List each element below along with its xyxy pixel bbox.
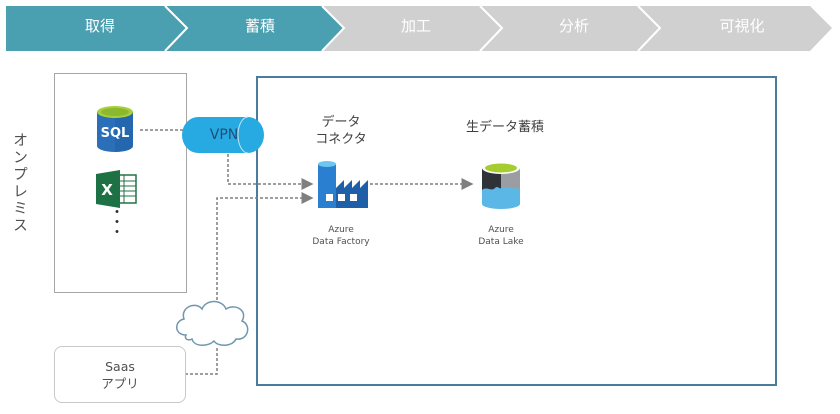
step-shape-acquire: [6, 6, 187, 51]
data-factory-caption-line1: Azure: [328, 225, 354, 235]
step-store: 蓄積: [244, 17, 275, 35]
cloud-icon: [176, 300, 249, 346]
data-lake-caption-line1: Azure: [488, 225, 514, 235]
saas-app-box: Saas アプリ: [54, 346, 186, 403]
step-shape-store: [165, 6, 344, 51]
on-premises-label: オンプレミス: [11, 132, 29, 234]
excel-icon-text: X: [101, 181, 113, 199]
data-factory-caption-line2: Data Factory: [312, 237, 370, 247]
step-shape-process: [322, 6, 502, 51]
data-factory-icon: [318, 161, 368, 208]
data-connector-title-line2: コネクタ: [315, 132, 367, 147]
data-lake-caption: Azure Data Lake: [456, 224, 546, 248]
saas-app-label: アプリ: [101, 375, 139, 391]
data-factory-caption: Azure Data Factory: [296, 224, 386, 248]
data-connector-title: データ コネクタ: [296, 114, 386, 148]
sql-icon-text: SQL: [101, 126, 130, 141]
excel-icon: X: [96, 170, 137, 208]
process-bar: [6, 5, 832, 52]
raw-data-storage-title: 生データ蓄積: [465, 120, 544, 135]
vpn-tunnel-icon: [182, 116, 264, 154]
more-sources-ellipsis: ・ ・ ・: [110, 205, 124, 241]
cloud-to-factory-line: [216, 192, 314, 300]
saas-label: Saas: [105, 358, 135, 374]
data-lake-icon: [482, 162, 520, 209]
data-lake-caption-line2: Data Lake: [478, 237, 524, 247]
step-shape-visualize: [638, 6, 832, 51]
data-connector-title-line1: データ: [321, 115, 361, 130]
sql-database-icon: SQL: [97, 106, 133, 152]
step-acquire: 取得: [84, 17, 115, 35]
step-analyze: 分析: [558, 17, 589, 35]
step-shape-analyze: [480, 6, 660, 51]
step-process: 加工: [400, 17, 431, 35]
step-visualize: 可視化: [719, 17, 765, 35]
saas-to-cloud-line: [185, 346, 218, 375]
vpn-to-factory-line: [227, 154, 314, 190]
vpn-label: VPN: [209, 127, 239, 143]
azure-boundary-box: [256, 76, 777, 386]
